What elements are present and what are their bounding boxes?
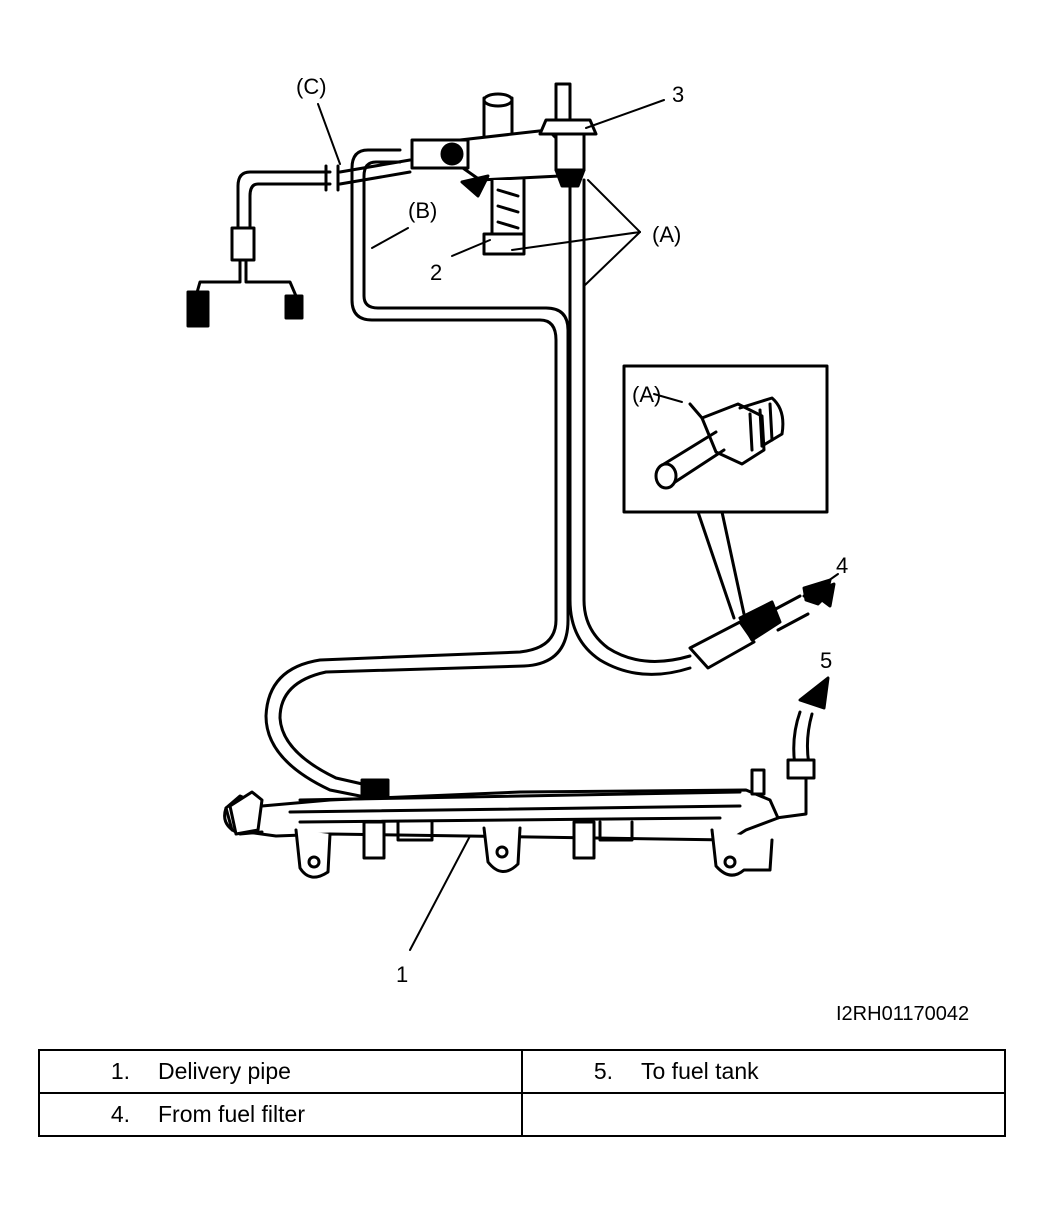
label-a-top: (A) [652,222,681,247]
inset-fitting-a [622,364,829,620]
hose-b [264,148,570,802]
label-4: 4 [836,553,848,578]
delivery-pipe [223,768,780,879]
legend-number: 1. [110,1058,130,1084]
legend-row: 4. From fuel filter [38,1092,1006,1137]
legend-number: 4. [110,1101,130,1127]
leader-lines [317,99,839,951]
pressure-regulator [410,82,598,256]
label-a-inset: (A) [632,382,661,407]
inflow-arrow [802,582,836,608]
legend-cell: 1. Delivery pipe [38,1049,523,1094]
figure-id: I2RH01170042 [836,1003,970,1025]
legend-number: 5. [593,1058,613,1084]
label-1: 1 [396,962,408,987]
outlet-arrow [774,676,830,820]
label-5: 5 [820,648,832,673]
legend-row: 1. Delivery pipe 5. To fuel tank [38,1049,1006,1094]
vacuum-hose-c [186,170,332,328]
label-2: 2 [430,260,442,285]
legend-text: From fuel filter [158,1101,305,1127]
legend-cell [521,1092,1006,1137]
legend-cell: 4. From fuel filter [38,1092,523,1137]
inlet-connector [688,578,832,670]
hose-a [568,178,692,676]
label-b: (B) [408,198,437,223]
fuel-system-diagram: (C) (B) (A) (A) 3 2 4 5 1 [186,74,848,987]
legend-cell: 5. To fuel tank [521,1049,1006,1094]
legend-table: 1. Delivery pipe 5. To fuel tank 4. From… [38,1049,1006,1137]
label-c-top: (C) [296,74,327,99]
label-3: 3 [672,82,684,107]
legend-text: To fuel tank [641,1058,759,1084]
legend-text: Delivery pipe [158,1058,291,1084]
